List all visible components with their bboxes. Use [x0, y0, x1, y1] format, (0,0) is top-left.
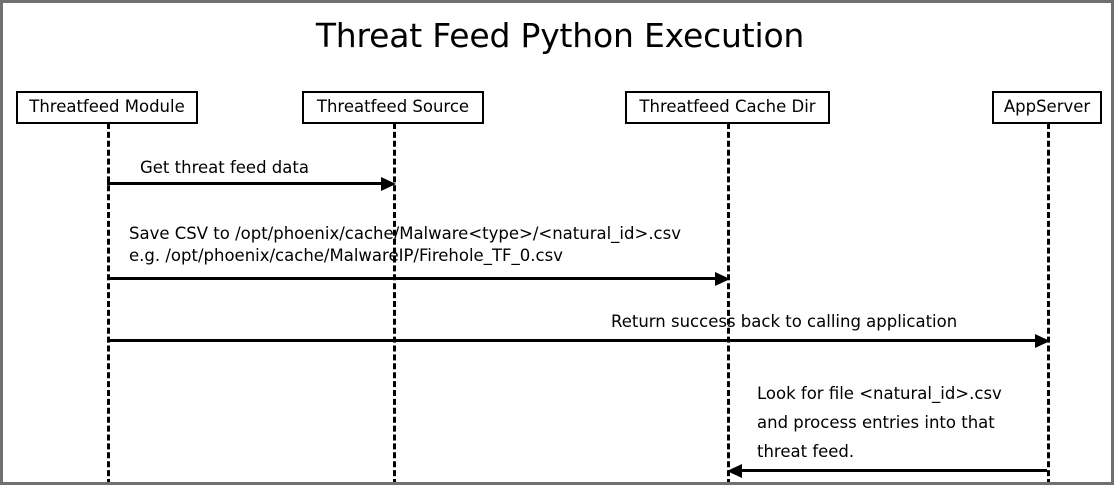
participant-label: Threatfeed Module	[29, 97, 185, 117]
arrow-head-right-icon	[715, 271, 730, 286]
message-label-return-success: Return success back to calling applicati…	[611, 312, 958, 331]
arrow-head-right-icon	[381, 176, 396, 191]
arrow-head-left-icon	[727, 463, 742, 478]
page-title: Threat Feed Python Execution	[315, 16, 805, 55]
participant-box-threatfeed-cache-dir[interactable]: Threatfeed Cache Dir	[625, 91, 830, 124]
message-label-save-csv-line2: e.g. /opt/phoenix/cache/MalwareIP/Fireho…	[129, 246, 563, 265]
message-line-look-for-file	[739, 469, 1047, 472]
message-line-get-threat-feed-data	[107, 182, 384, 185]
message-label-look-for-file-line1: Look for file <natural_id>.csv	[757, 384, 1002, 403]
message-line-save-csv	[107, 277, 718, 280]
participant-box-threatfeed-source[interactable]: Threatfeed Source	[302, 91, 484, 124]
message-label-look-for-file-line2: and process entries into that	[757, 413, 995, 432]
lifeline-appserver	[1047, 123, 1050, 482]
message-label-look-for-file-line3: threat feed.	[757, 442, 855, 461]
lifeline-threatfeed-source	[393, 123, 396, 482]
participant-box-appserver[interactable]: AppServer	[992, 91, 1102, 124]
message-label-get-threat-feed-data: Get threat feed data	[140, 158, 309, 177]
participant-box-threatfeed-module[interactable]: Threatfeed Module	[16, 91, 198, 124]
participant-label: AppServer	[1003, 97, 1091, 117]
participant-label: Threatfeed Cache Dir	[639, 97, 816, 117]
lifeline-threatfeed-cache-dir	[727, 123, 730, 482]
lifeline-threatfeed-module	[107, 123, 110, 482]
message-label-save-csv-line1: Save CSV to /opt/phoenix/cache/Malware<t…	[129, 224, 681, 243]
arrow-head-right-icon	[1035, 333, 1050, 348]
participant-label: Threatfeed Source	[316, 97, 470, 117]
message-line-return-success	[107, 339, 1038, 342]
